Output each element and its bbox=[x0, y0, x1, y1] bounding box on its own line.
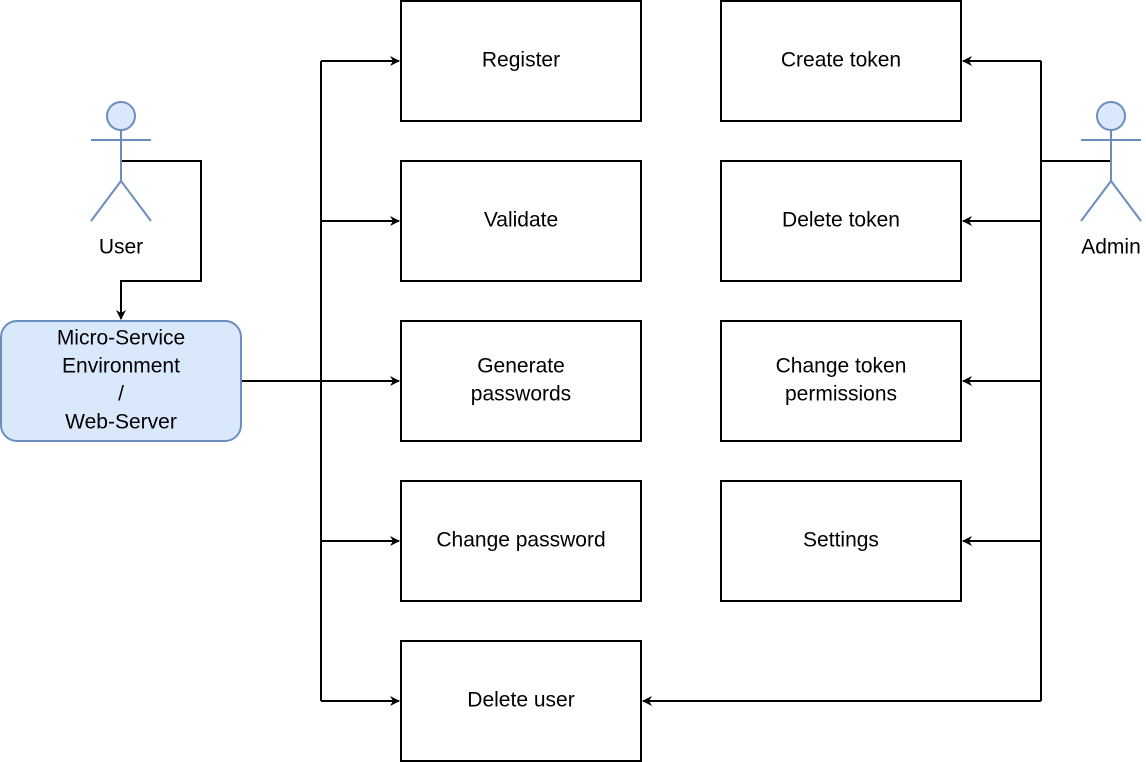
label-line: / bbox=[118, 383, 124, 406]
service-node bbox=[0, 320, 242, 442]
label-line: passwords bbox=[471, 383, 571, 406]
delete-user-box bbox=[400, 640, 642, 762]
label-line: Generate bbox=[477, 355, 565, 378]
register-label: Register bbox=[482, 49, 560, 72]
create-token-label: Create token bbox=[781, 49, 901, 72]
edge-user-to-service bbox=[116, 160, 202, 320]
admin-actor-label: Admin bbox=[1081, 236, 1141, 259]
delete-token-label: Delete token bbox=[782, 209, 900, 232]
label-line: Delete token bbox=[782, 209, 900, 232]
delete-user-label: Delete user bbox=[467, 689, 574, 712]
label-line: Web-Server bbox=[65, 411, 177, 434]
label-line: permissions bbox=[785, 383, 897, 406]
admin-actor-icon bbox=[1080, 101, 1142, 222]
label-line: Micro-Service bbox=[57, 327, 185, 350]
user-actor-icon bbox=[90, 101, 152, 222]
settings-label: Settings bbox=[803, 529, 879, 552]
delete-token-box bbox=[720, 160, 962, 282]
settings-box bbox=[720, 480, 962, 602]
connectors bbox=[116, 56, 1111, 706]
change-password-label: Change password bbox=[436, 529, 605, 552]
label-line: Create token bbox=[781, 49, 901, 72]
label-line: Environment bbox=[62, 355, 180, 378]
label-line: Validate bbox=[484, 209, 558, 232]
label-line: Change token bbox=[776, 355, 907, 378]
user-actor-label: User bbox=[99, 236, 143, 259]
label-line: Register bbox=[482, 49, 560, 72]
generate-passwords-label: Generate passwords bbox=[471, 355, 571, 406]
change-token-permissions-label: Change token permissions bbox=[776, 355, 907, 406]
generate-passwords-box bbox=[400, 320, 642, 442]
label-line: Settings bbox=[803, 529, 879, 552]
create-token-box bbox=[720, 0, 962, 122]
change-password-box bbox=[400, 480, 642, 602]
label-line: Change password bbox=[436, 529, 605, 552]
register-box bbox=[400, 0, 642, 122]
label-line: Delete user bbox=[467, 689, 574, 712]
validate-box bbox=[400, 160, 642, 282]
validate-label: Validate bbox=[484, 209, 558, 232]
change-token-permissions-box bbox=[720, 320, 962, 442]
